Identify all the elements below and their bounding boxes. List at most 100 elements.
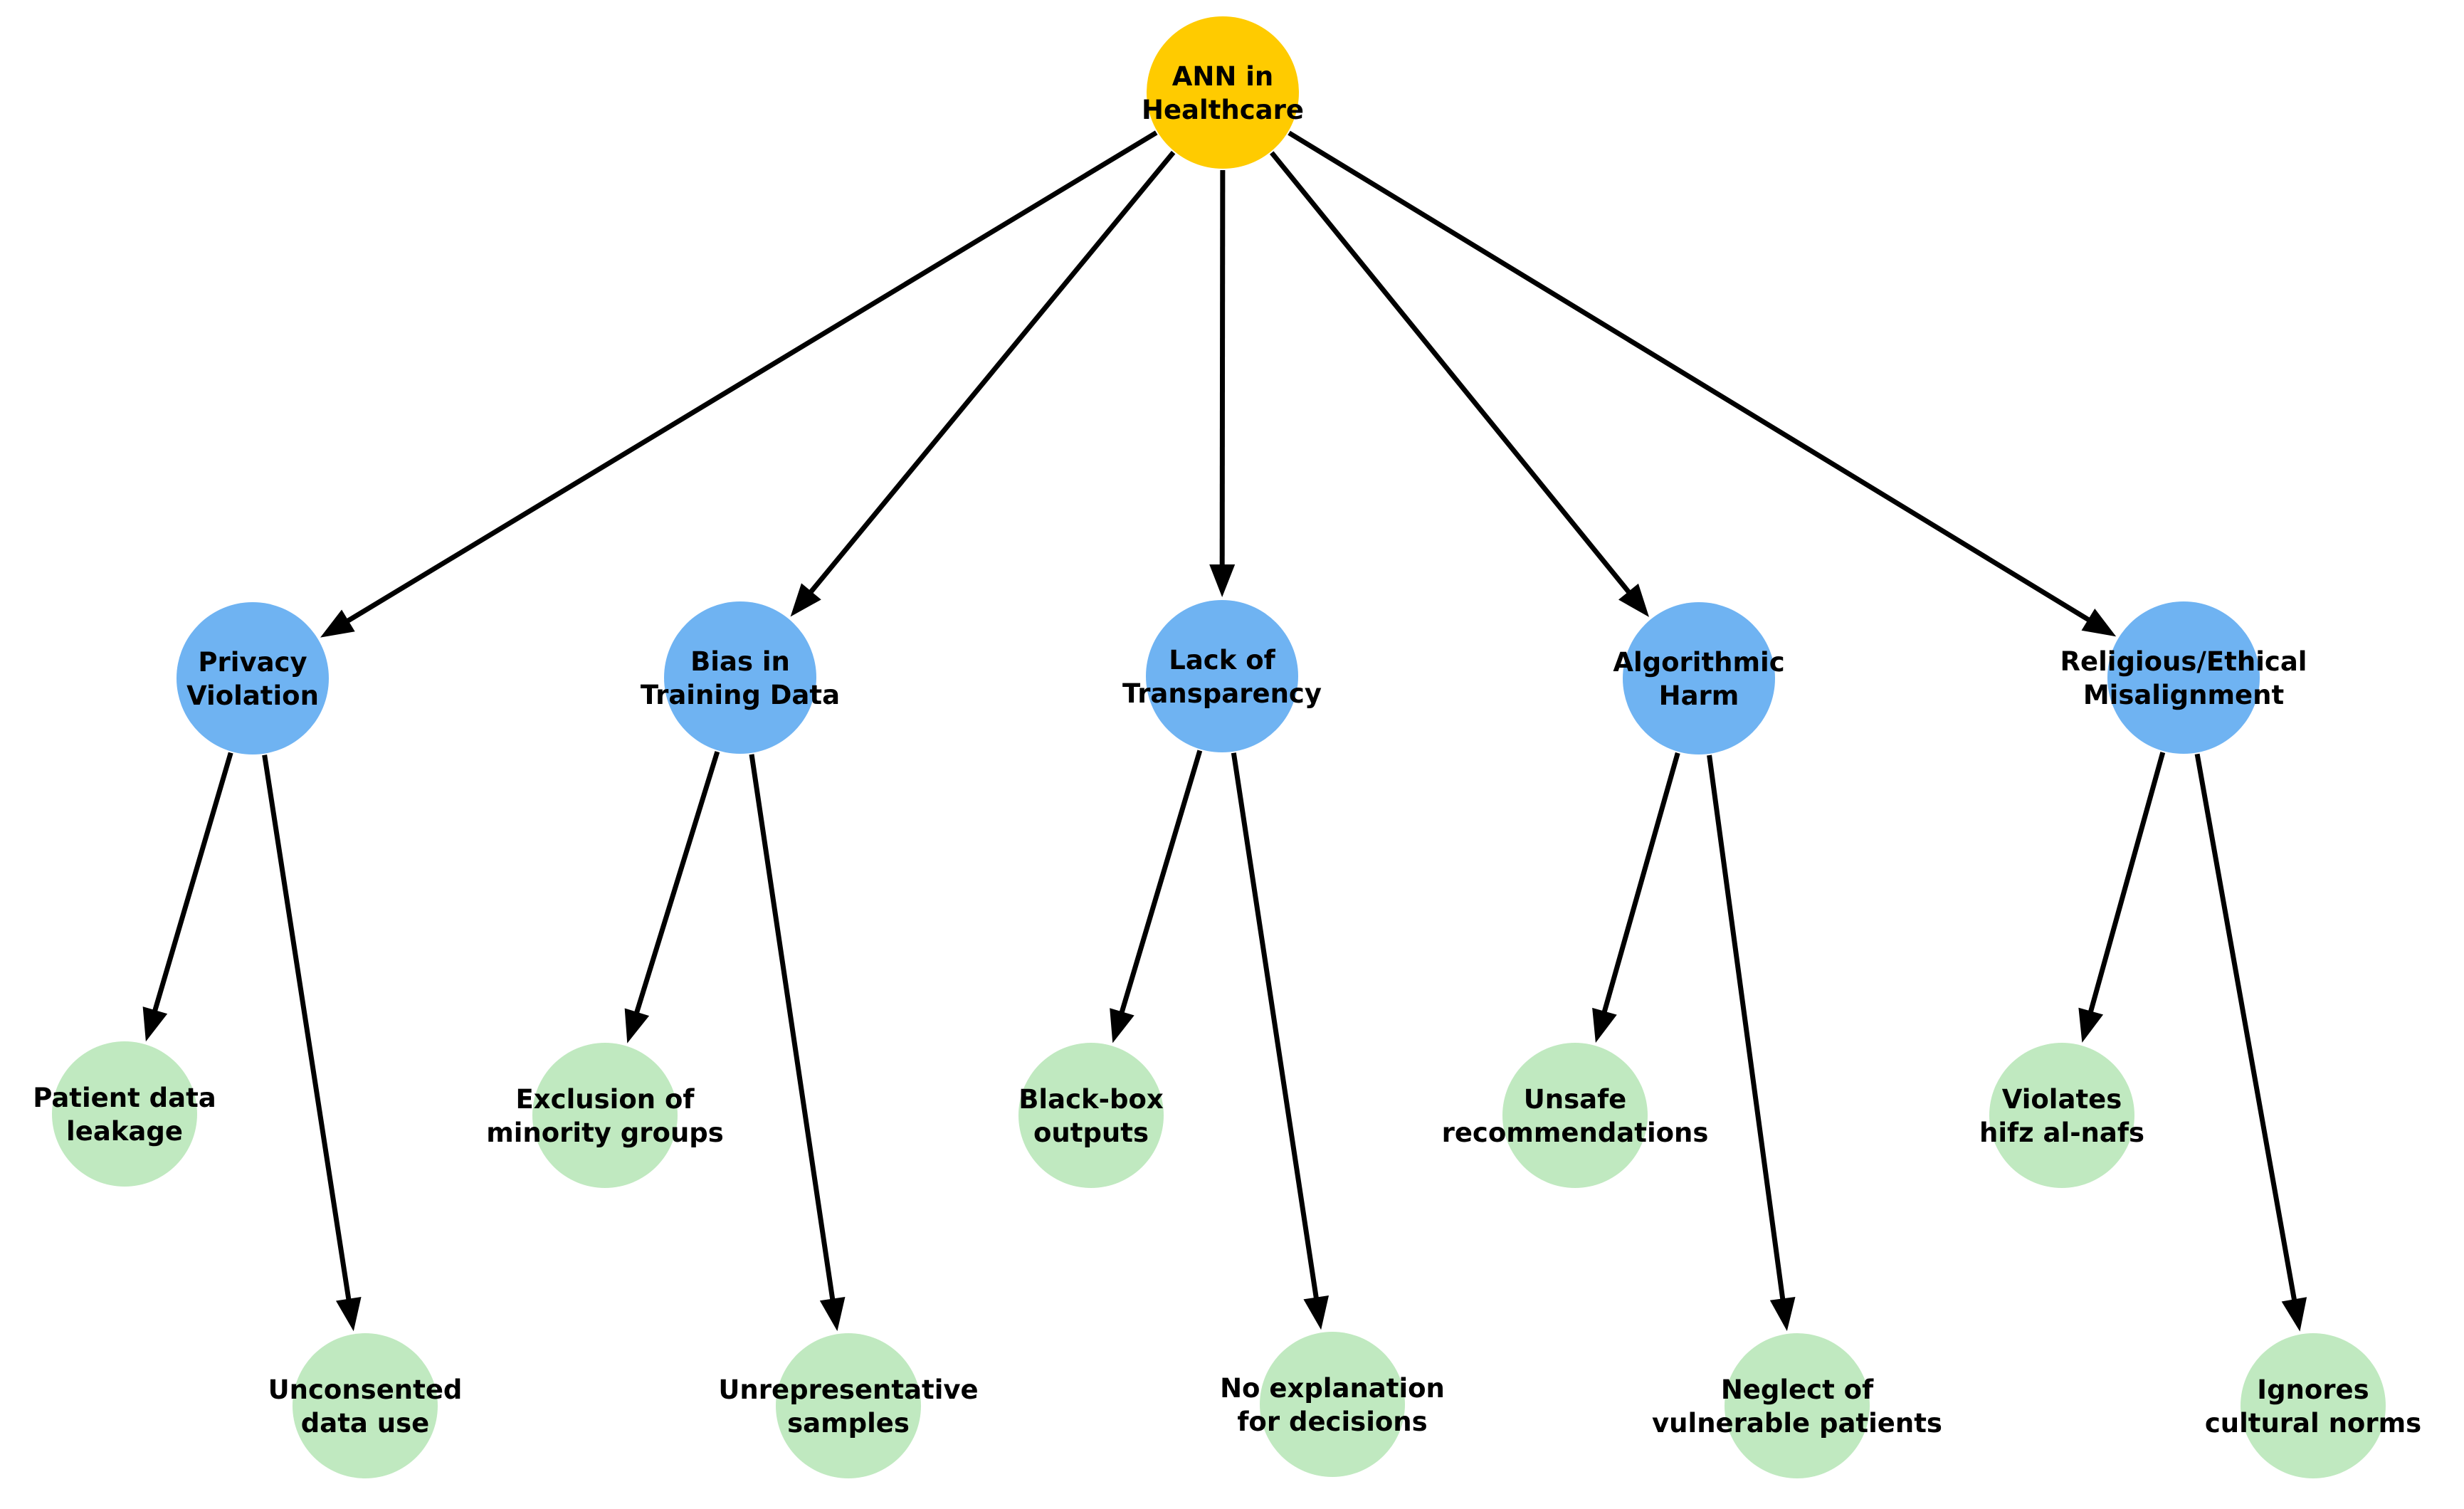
edge-root-bias — [790, 150, 1176, 617]
edge-line — [344, 130, 1158, 624]
node-label-line: Bias in — [690, 646, 790, 677]
arrowhead-icon — [1303, 1295, 1330, 1330]
edge-line — [1270, 151, 1633, 596]
arrowhead-icon — [1209, 564, 1236, 598]
arrowhead-icon — [320, 609, 355, 638]
node-label-line: No explanation — [1220, 1373, 1445, 1404]
edge-line — [1118, 750, 1203, 1016]
node-label-line: Healthcare — [1142, 95, 1304, 125]
edge-line — [1231, 752, 1320, 1301]
edge-privacy-unconsented — [262, 754, 362, 1332]
node-label-line: recommendations — [1442, 1118, 1709, 1148]
node-label-line: Exclusion of — [516, 1084, 695, 1115]
edge-harm-neglect — [1707, 754, 1796, 1331]
node-label-line: Harm — [1659, 680, 1739, 711]
edge-line — [749, 754, 836, 1303]
edge-transparency-blackbox — [1110, 750, 1203, 1043]
arrowhead-icon — [2281, 1297, 2307, 1332]
node-label-line: leakage — [66, 1116, 183, 1147]
arrowhead-icon — [1110, 1008, 1134, 1043]
node-circle-leaf — [1260, 1332, 1405, 1477]
node-label-line: Violation — [186, 680, 319, 711]
node-label-line: Ignores — [2257, 1374, 2369, 1405]
node-label-line: Black-box — [1018, 1084, 1164, 1115]
edge-root-misalignment — [1288, 130, 2117, 637]
edge-transparency-noexplanation — [1231, 752, 1330, 1330]
node-label-line: Unsafe — [1524, 1084, 1627, 1115]
edge-misalignment-norms — [2194, 753, 2307, 1332]
arrowhead-icon — [335, 1297, 362, 1332]
node-label-line: Unrepresentative — [718, 1374, 978, 1405]
node-circle-leaf — [1725, 1333, 1870, 1478]
edge-harm-unsafe — [1592, 752, 1680, 1043]
node-label-line: Violates — [2002, 1084, 2122, 1115]
arrowhead-icon — [1769, 1296, 1796, 1331]
edge-line — [1601, 752, 1680, 1015]
edges-layer — [142, 130, 2307, 1332]
arrowhead-icon — [1592, 1007, 1617, 1043]
node-circle-leaf — [1502, 1043, 1648, 1188]
node-circle-root — [1147, 16, 1299, 169]
node-label-line: samples — [787, 1408, 910, 1439]
arrowhead-icon — [790, 583, 821, 617]
edge-line — [152, 752, 233, 1014]
node-label-line: Training Data — [641, 680, 840, 710]
node-label-line: outputs — [1033, 1118, 1149, 1148]
node-label-line: Misalignment — [2083, 680, 2284, 710]
node-label-line: Unconsented — [268, 1374, 463, 1405]
node-label-line: for decisions — [1237, 1407, 1427, 1437]
edge-line — [2087, 752, 2166, 1015]
arrowhead-icon — [142, 1006, 168, 1042]
edge-root-privacy — [320, 130, 1158, 638]
arrowhead-icon — [2078, 1007, 2104, 1043]
node-circle-leaf — [2241, 1333, 2386, 1478]
node-circle-category — [177, 602, 329, 754]
arrowhead-icon — [819, 1297, 846, 1332]
edge-line — [1707, 754, 1786, 1302]
edge-line — [633, 751, 720, 1016]
arrowhead-icon — [624, 1008, 650, 1043]
node-label-line: Religious/Ethical — [2060, 646, 2307, 677]
node-circle-category — [1146, 600, 1298, 752]
node-circle-category — [2107, 601, 2260, 754]
node-circle-leaf — [776, 1333, 921, 1478]
edge-line — [262, 754, 352, 1303]
edge-line — [807, 150, 1176, 596]
arrowhead-icon — [2081, 608, 2117, 637]
node-label-line: Lack of — [1169, 645, 1275, 675]
edge-misalignment-hifz — [2078, 752, 2166, 1043]
node-circle-leaf — [532, 1043, 678, 1188]
edge-root-harm — [1270, 151, 1649, 617]
node-label-line: vulnerable patients — [1652, 1408, 1942, 1439]
node-circle-leaf — [52, 1041, 197, 1187]
node-label-line: cultural norms — [2205, 1408, 2421, 1439]
node-label-line: Transparency — [1122, 678, 1322, 709]
edge-bias-exclusion — [624, 751, 720, 1043]
edge-privacy-leakage — [142, 752, 233, 1042]
node-label-line: Privacy — [198, 647, 307, 678]
